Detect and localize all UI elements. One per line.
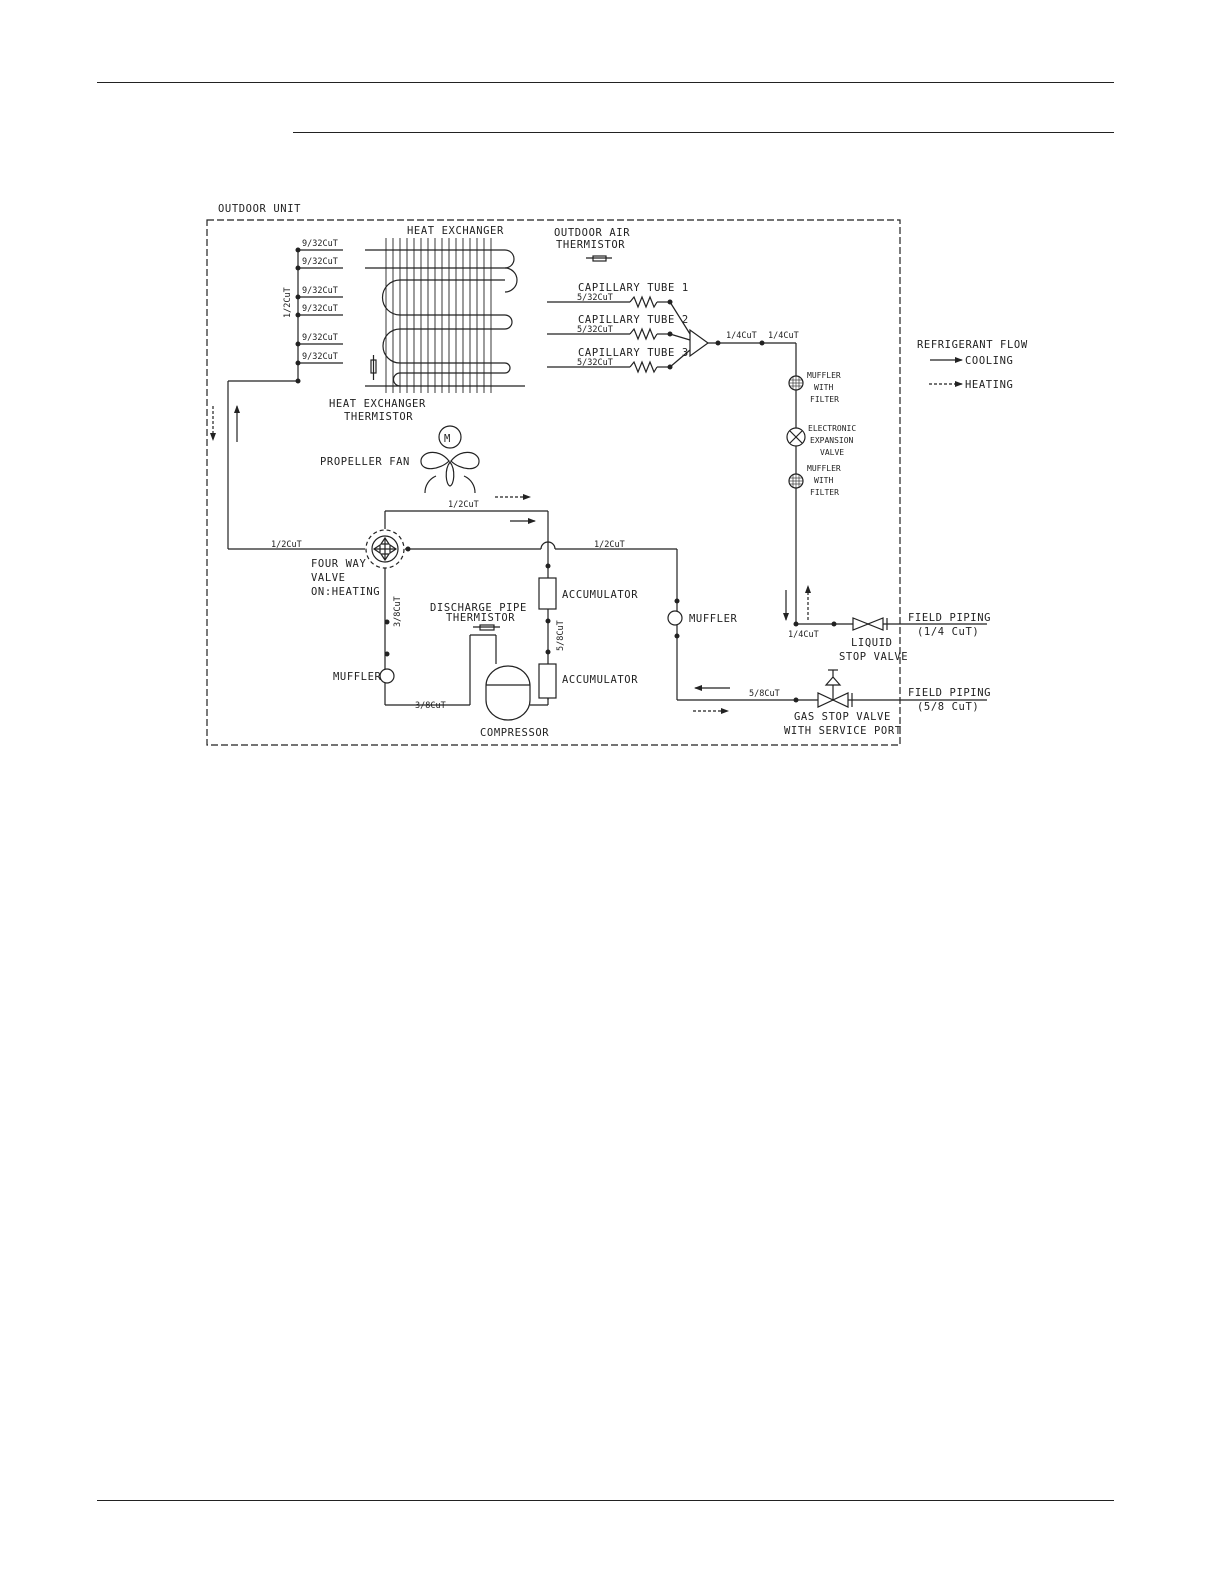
muffler-filter-upper-label-2: WITH — [814, 383, 833, 392]
footer-rule — [97, 1500, 1114, 1501]
four-way-valve-label-1: FOUR WAY — [311, 558, 366, 570]
cooling-legend-label: COOLING — [965, 355, 1013, 367]
field-piping-gas-label: FIELD PIPING — [908, 687, 991, 699]
pipe-size-liquid-1: 1/4CuT — [726, 331, 757, 341]
eev-label-3: VALVE — [820, 448, 844, 457]
gas-stop-valve — [817, 669, 853, 708]
pipe-size-acc-line: 5/8CuT — [556, 620, 566, 651]
discharge-pipe-label: DISCHARGE PIPE — [430, 602, 527, 614]
muffler-filter-upper-label-3: FILTER — [810, 395, 839, 404]
pipe-size-hx-5: 9/32CuT — [302, 333, 338, 343]
pipe-size-hx-3: 9/32CuT — [302, 286, 338, 296]
pipe-size-header: 1/2CuT — [283, 287, 293, 318]
header-rule — [97, 82, 1114, 83]
heat-exchanger-fins — [385, 238, 492, 393]
pipe-size-left-main: 1/2CuT — [271, 540, 302, 550]
compressor — [485, 665, 531, 721]
capillary-tube-3-label: CAPILLARY TUBE 3 — [578, 347, 689, 359]
gas-stop-valve-label-2: WITH SERVICE PORT — [784, 725, 902, 737]
capillary-tube-2-label: CAPILLARY TUBE 2 — [578, 314, 689, 326]
eev-label-2: EXPANSION — [810, 436, 854, 445]
pipe-size-discharge-loop: 1/2CuT — [448, 500, 479, 510]
four-way-valve — [365, 529, 405, 569]
outdoor-unit-label: OUTDOOR UNIT — [218, 203, 301, 215]
subheader-rule — [293, 132, 1114, 133]
hx-thermistor-label-1: HEAT EXCHANGER — [329, 398, 426, 410]
propeller-fan — [420, 425, 480, 494]
four-way-valve-label-3: ON:HEATING — [311, 586, 380, 598]
accumulator-upper-label: ACCUMULATOR — [562, 589, 638, 601]
compressor-label: COMPRESSOR — [480, 727, 549, 739]
outdoor-air-label: OUTDOOR AIR — [554, 227, 630, 239]
muffler-filter-lower-label-1: MUFFLER — [807, 464, 841, 473]
outdoor-air-thermistor-label: THERMISTOR — [556, 239, 625, 251]
propeller-fan-label: PROPELLER FAN — [320, 456, 410, 468]
discharge-thermistor-label: THERMISTOR — [446, 612, 515, 624]
field-piping-liquid-size: (1/4 CuT) — [917, 626, 979, 638]
muffler-filter-lower-label-3: FILTER — [810, 488, 839, 497]
accumulator-upper — [538, 577, 557, 610]
pipe-size-cap-1: 5/32CuT — [577, 293, 613, 303]
liquid-stop-valve-label-1: LIQUID — [851, 637, 893, 649]
accumulator-lower-label: ACCUMULATOR — [562, 674, 638, 686]
muffler-filter-upper-label-1: MUFFLER — [807, 371, 841, 380]
capillary-tube-1-label: CAPILLARY TUBE 1 — [578, 282, 689, 294]
pipe-size-liquid-3: 1/4CuT — [788, 630, 819, 640]
heat-exchanger-label: HEAT EXCHANGER — [407, 225, 504, 237]
heating-legend-label: HEATING — [965, 379, 1013, 391]
pipe-size-comp-bottom: 3/8CuT — [415, 701, 446, 711]
field-piping-liquid-label: FIELD PIPING — [908, 612, 991, 624]
pipe-size-cap-3: 5/32CuT — [577, 358, 613, 368]
heat-exchanger-coil — [365, 249, 525, 387]
pipe-size-hx-6: 9/32CuT — [302, 352, 338, 362]
liquid-stop-valve-label-2: STOP VALVE — [839, 651, 908, 663]
muffler-filter-lower-label-2: WITH — [814, 476, 833, 485]
field-piping-gas-size: (5/8 CuT) — [917, 701, 979, 713]
pipe-size-gas-line: 5/8CuT — [749, 689, 780, 699]
accumulator-lower — [538, 663, 557, 699]
pipe-size-comp-line: 3/8CuT — [393, 596, 403, 627]
hx-header-piping — [227, 249, 343, 549]
pipe-size-hx-1: 9/32CuT — [302, 239, 338, 249]
outdoor-unit-boundary — [206, 219, 901, 746]
muffler-compressor — [379, 668, 395, 684]
pipe-size-hx-4: 9/32CuT — [302, 304, 338, 314]
four-way-valve-label-2: VALVE — [311, 572, 346, 584]
liquid-stop-valve — [852, 617, 888, 631]
motor-label: M — [444, 433, 451, 445]
muffler-gas-line — [667, 610, 683, 626]
muffler-gas-label: MUFFLER — [689, 613, 738, 625]
gas-stop-valve-label-1: GAS STOP VALVE — [794, 711, 891, 723]
pipe-size-suction: 1/2CuT — [594, 540, 625, 550]
pipe-size-hx-2: 9/32CuT — [302, 257, 338, 267]
refrigerant-flow-label: REFRIGERANT FLOW — [917, 339, 1028, 351]
eev-label-1: ELECTRONIC — [808, 424, 856, 433]
pipe-size-cap-2: 5/32CuT — [577, 325, 613, 335]
capillary-tubes — [547, 295, 691, 374]
pipe-size-liquid-2: 1/4CuT — [768, 331, 799, 341]
junction-dots — [295, 247, 837, 703]
hx-thermistor-label-2: THERMISTOR — [344, 411, 413, 423]
muffler-compressor-label: MUFFLER — [333, 671, 382, 683]
distributor — [689, 328, 710, 358]
